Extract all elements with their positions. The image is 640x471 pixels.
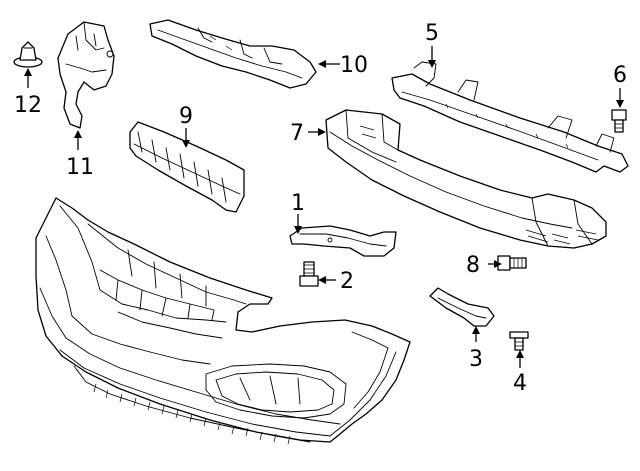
bolt-8 [497,255,527,271]
center-bracket [129,121,245,213]
callout-labels: 1 2 3 4 5 6 7 8 9 10 11 12 [14,21,627,396]
callout-1: 1 [291,191,305,216]
bumper-bracket [289,225,397,257]
bolt-6 [611,109,627,133]
callout-9: 9 [179,104,193,129]
reinforcement-bar [325,109,607,249]
callout-10: 10 [340,53,368,78]
callout-7: 7 [290,121,304,146]
push-clip [13,41,43,68]
callout-5: 5 [425,21,439,46]
callout-3: 3 [469,347,483,372]
callout-8: 8 [466,253,480,278]
side-bracket [57,21,115,129]
screw-4 [509,331,529,351]
bumper-cover [35,197,411,445]
bolt-2 [299,261,319,287]
callout-12: 12 [14,93,42,118]
callout-11: 11 [66,155,94,180]
callout-2: 2 [340,269,354,294]
callout-6: 6 [613,63,627,88]
leader-lines [24,46,624,368]
upper-deflector [149,19,317,89]
callout-4: 4 [513,371,527,396]
guide-strip [429,287,495,327]
upper-tie-bar [391,61,629,173]
